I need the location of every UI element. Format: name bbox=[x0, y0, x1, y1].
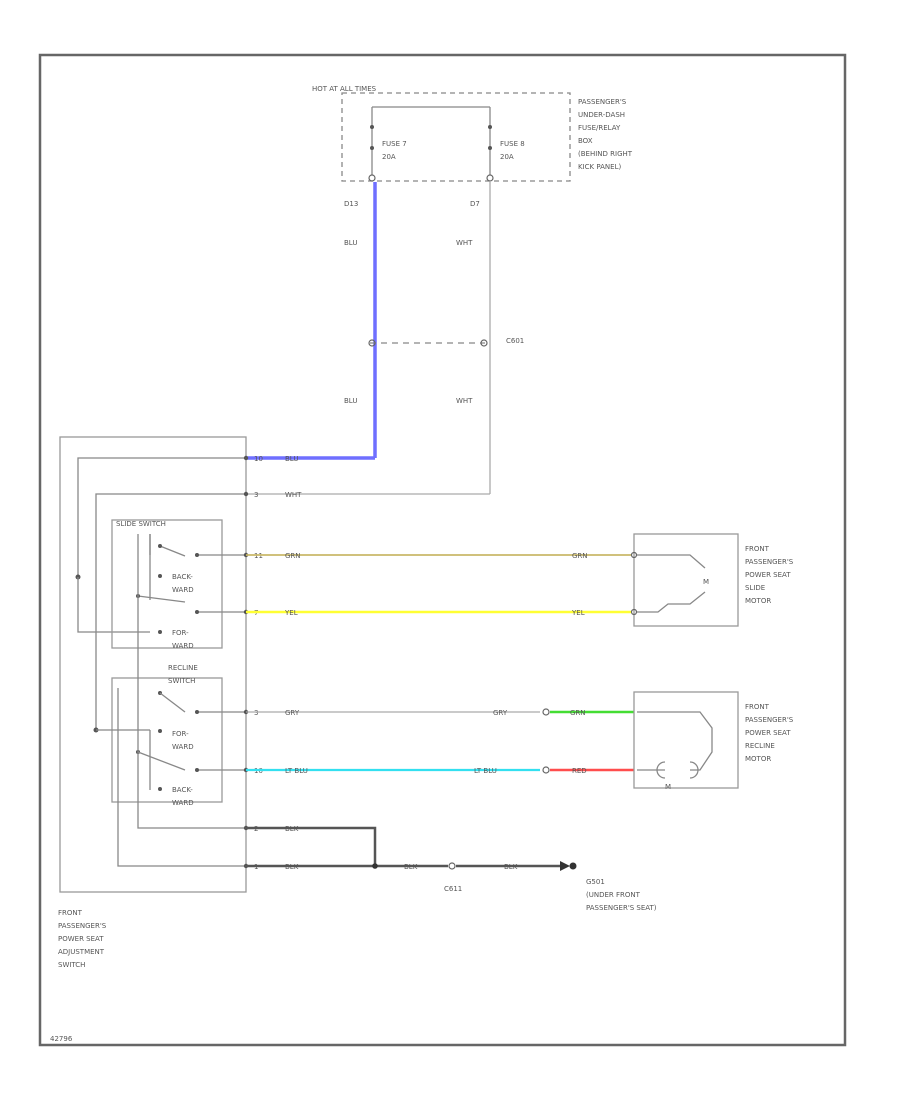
recline-switch-label-1: RECLINE bbox=[168, 664, 198, 672]
slide-motor-m: M bbox=[703, 578, 709, 586]
switch-label-1: PASSENGER'S bbox=[58, 922, 107, 930]
recline-forward-1: FOR- bbox=[172, 730, 189, 738]
g501-label-2: PASSENGER'S SEAT) bbox=[586, 904, 657, 912]
fuse-box-label-5: KICK PANEL) bbox=[578, 163, 621, 171]
wire-label-wht: WHT bbox=[285, 491, 302, 499]
recline-motor-label-4: MOTOR bbox=[745, 755, 771, 763]
wire-label-ltblu-left: LT BLU bbox=[285, 767, 308, 775]
switch-label-4: SWITCH bbox=[58, 961, 85, 969]
slide-switch-box bbox=[111, 519, 223, 649]
hot-at-all-times-label: HOT AT ALL TIMES bbox=[312, 85, 377, 93]
wire-label-grn2: GRN bbox=[570, 709, 586, 717]
slide-motor-label-4: MOTOR bbox=[745, 597, 771, 605]
slide-motor-box bbox=[633, 533, 739, 627]
recline-forward-2: WARD bbox=[172, 743, 194, 751]
fuse7-name: FUSE 7 bbox=[382, 140, 407, 148]
wire-label-blu: BLU bbox=[285, 455, 298, 463]
recline-motor-m: M bbox=[665, 783, 671, 791]
slide-forward-1: FOR- bbox=[172, 629, 189, 637]
wire-label-gry-right: GRY bbox=[493, 709, 508, 717]
wire-label-yel-right: YEL bbox=[571, 609, 585, 617]
switch-label-0: FRONT bbox=[58, 909, 83, 917]
adjustment-switch-box bbox=[59, 436, 247, 893]
fuse-box-label-3: BOX bbox=[578, 137, 593, 145]
wire-label-blk-1: BLK bbox=[285, 825, 299, 833]
wht-label-1: WHT bbox=[456, 239, 473, 247]
slide-motor-label-1: PASSENGER'S bbox=[745, 558, 794, 566]
wire-label-blk-2: BLK bbox=[285, 863, 299, 871]
conn-left-top: D13 bbox=[344, 200, 358, 208]
ground-arrow-icon bbox=[560, 861, 570, 871]
pin-3b: 3 bbox=[254, 709, 258, 717]
recline-motor-label-0: FRONT bbox=[745, 703, 770, 711]
recline-motor-label-3: RECLINE bbox=[745, 742, 775, 750]
wire-label-blk-3: BLK bbox=[404, 863, 418, 871]
fuse-box-label-2: FUSE/RELAY bbox=[578, 124, 621, 132]
recline-backward-2: WARD bbox=[172, 799, 194, 807]
conn-right-top: D7 bbox=[470, 200, 480, 208]
recline-motor-label-2: POWER SEAT bbox=[745, 729, 791, 737]
fuse8-name: FUSE 8 bbox=[500, 140, 525, 148]
fuse-box-label-0: PASSENGER'S bbox=[578, 98, 627, 106]
recline-switch-label-2: SWITCH bbox=[168, 677, 195, 685]
wire-label-blk-4: BLK bbox=[504, 863, 518, 871]
slide-forward-2: WARD bbox=[172, 642, 194, 650]
slide-motor-label-0: FRONT bbox=[745, 545, 770, 553]
wht-label-2: WHT bbox=[456, 397, 473, 405]
slide-motor-label-2: POWER SEAT bbox=[745, 571, 791, 579]
switch-label-3: ADJUSTMENT bbox=[58, 948, 105, 956]
wire-label-yel-left: YEL bbox=[284, 609, 298, 617]
recline-backward-1: BACK- bbox=[172, 786, 193, 794]
g501-label-0: G501 bbox=[586, 878, 605, 886]
pin-3a: 3 bbox=[254, 491, 258, 499]
slide-switch-label: SLIDE SWITCH bbox=[116, 520, 166, 528]
pin-11: 11 bbox=[254, 552, 263, 560]
pin-10: 10 bbox=[254, 455, 263, 463]
wire-label-grn-right: GRN bbox=[572, 552, 588, 560]
fuse-box-outline bbox=[341, 92, 571, 182]
recline-motor-label-1: PASSENGER'S bbox=[745, 716, 794, 724]
recline-switch-box bbox=[111, 677, 223, 803]
c601-label: C601 bbox=[506, 337, 524, 345]
wire-label-ltblu-right: LT BLU bbox=[474, 767, 497, 775]
fuse7-rating: 20A bbox=[382, 153, 396, 161]
slide-motor-label-3: SLIDE bbox=[745, 584, 765, 592]
slide-backward-2: WARD bbox=[172, 586, 194, 594]
slide-backward-1: BACK- bbox=[172, 573, 193, 581]
blu-label-2: BLU bbox=[344, 397, 357, 405]
fuse8-rating: 20A bbox=[500, 153, 514, 161]
outer-frame bbox=[38, 53, 847, 1047]
switch-label-2: POWER SEAT bbox=[58, 935, 104, 943]
wire-label-gry-left: GRY bbox=[285, 709, 300, 717]
footer-id: 42796 bbox=[50, 1035, 73, 1043]
g501-label-1: (UNDER FRONT bbox=[586, 891, 641, 899]
recline-motor-box bbox=[633, 691, 739, 789]
wire-label-grn-left: GRN bbox=[285, 552, 301, 560]
c611-label: C611 bbox=[444, 885, 462, 893]
fuse-box-label-4: (BEHIND RIGHT bbox=[578, 150, 633, 158]
fuse-box-label-1: UNDER-DASH bbox=[578, 111, 625, 119]
wire-blk-upper bbox=[246, 826, 377, 866]
blu-label-1: BLU bbox=[344, 239, 357, 247]
wire-label-red: RED bbox=[572, 767, 587, 775]
